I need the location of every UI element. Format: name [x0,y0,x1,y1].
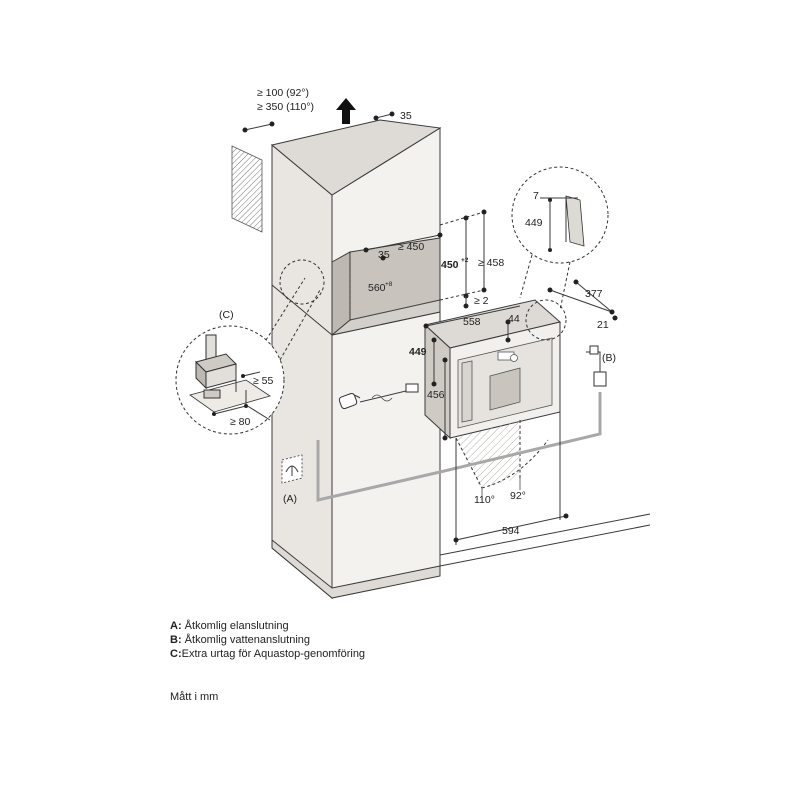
label-niche-height-min: ≥ 458 [478,257,504,269]
power-plug-icon [338,383,419,410]
water-tap-icon [586,345,607,387]
detail-top-right [511,166,609,341]
legend-text-a: Åtkomlig elanslutning [184,620,289,632]
detail-c [175,259,325,435]
legend-item-b: B: Åtkomlig vattenanslutning [170,633,365,647]
tall-cabinet [270,119,442,600]
label-total-width: 594 [502,525,520,537]
label-niche-height: 450 [441,259,459,271]
marker-a: (A) [283,493,297,505]
label-plinth-80: ≥ 80 [230,416,251,428]
label-top-clearance-1: ≥ 100 (92°) [257,87,309,99]
label-top-clearance-2: ≥ 350 (110°) [257,101,314,113]
legend-key-a: A: [170,620,182,632]
label-niche-width-tol: +8 [385,281,393,288]
marker-b: (B) [602,352,616,364]
label-niche-height-tol: +2 [461,257,469,264]
label-angle-92: 92° [510,490,526,502]
label-gap: ≥ 2 [474,295,489,307]
legend-item-c: C:Extra urtag för Aquastop-genomföring [170,647,365,661]
vent-grille [231,145,263,233]
appliance [423,299,562,489]
niche [331,237,441,337]
floor-wall [439,513,651,567]
label-detail-7: 7 [533,190,539,202]
legend-key-c: C: [170,648,182,660]
label-niche-depth: ≥ 450 [398,241,424,253]
arrow-up-icon [336,98,356,124]
label-377: 377 [585,288,603,300]
label-appliance-front: 456 [427,389,445,401]
legend-text-b: Åtkomlig vattenanslutning [184,634,311,646]
label-niche-width: 560 [368,282,386,294]
legend-text-c: Extra urtag för Aquastop-genomföring [181,648,366,660]
socket-icon [281,454,303,484]
label-appliance-depth: 558 [463,316,481,328]
label-detail-449: 449 [525,217,543,229]
label-top-right: 35 [400,110,412,122]
labels: ≥ 100 (92°) ≥ 350 (110°) 35 ≥ 450 35 450… [219,87,616,537]
legend-key-b: B: [170,634,182,646]
legend-item-a: A: Åtkomlig elanslutning [170,619,365,633]
dimension-lines [242,111,618,545]
label-niche-35: 35 [378,249,390,261]
label-appliance-height: 449 [409,346,427,358]
utility-routing [316,392,602,502]
label-plinth-55: ≥ 55 [253,375,274,387]
units-note: Mått i mm [170,691,219,703]
legend: A: Åtkomlig elanslutning B: Åtkomlig vat… [170,619,365,661]
label-appliance-top: 44 [508,313,520,325]
label-angle-110: 110° [474,494,495,506]
label-21: 21 [597,319,609,331]
marker-c: (C) [219,309,234,321]
